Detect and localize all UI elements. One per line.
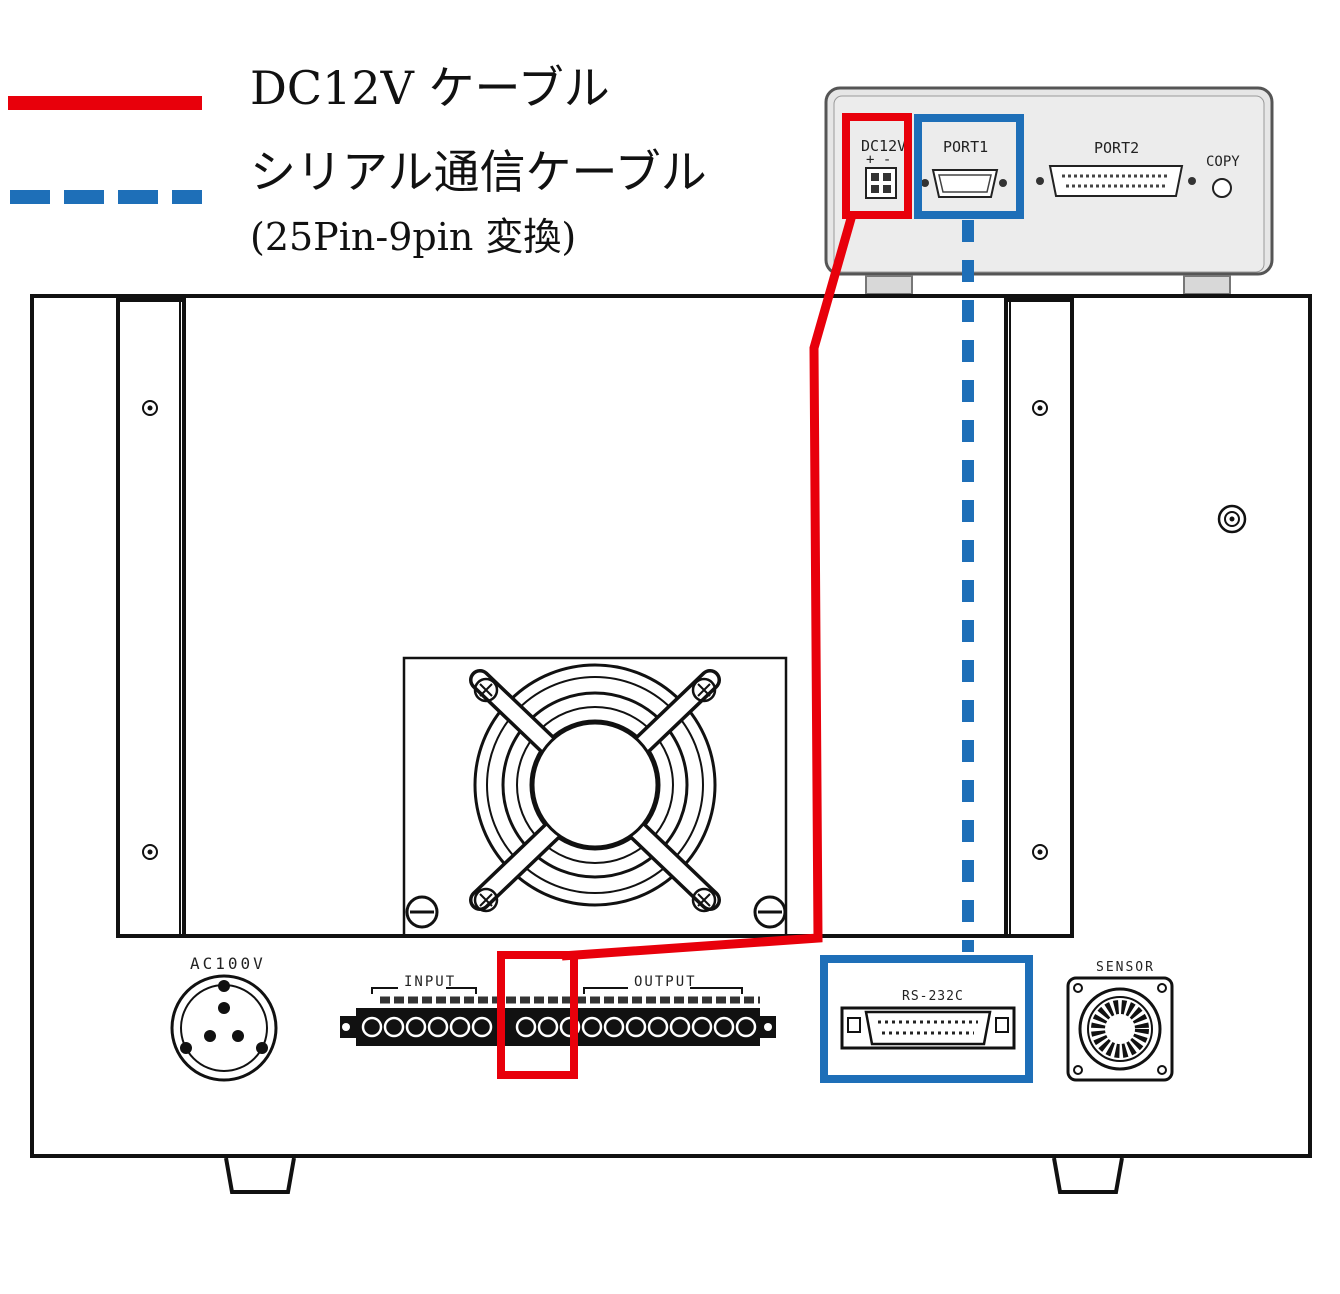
- fan-screw: [691, 677, 717, 703]
- port2-connector: [1048, 165, 1184, 197]
- dc12v-pin: [871, 173, 879, 181]
- dc12v-pin: [871, 185, 879, 193]
- serial-cable-legend-label: シリアル通信ケーブル: [250, 145, 707, 199]
- rs232c-connector: RS-232C: [840, 989, 1016, 1050]
- sensor-label: SENSOR: [1096, 960, 1155, 975]
- input-bracket: [371, 987, 477, 994]
- input-label: INPUT: [404, 974, 456, 990]
- port1-connector: [931, 169, 999, 198]
- dc12v-terminal: [865, 167, 897, 199]
- legend: DC12V ケーブル シリアル通信ケーブル (25Pin-9pin 変換): [8, 61, 707, 259]
- dc12v-pin: [883, 185, 891, 193]
- panel-screw: [1032, 844, 1048, 860]
- fan-screw: [691, 887, 717, 913]
- main-unit-foot-left: [224, 1157, 296, 1194]
- main-unit-foot-right: [1052, 1157, 1124, 1194]
- ground-screw: [1217, 504, 1247, 534]
- copy-label: COPY: [1206, 154, 1240, 170]
- port2-label: PORT2: [1094, 139, 1139, 157]
- cooling-fan: [402, 656, 788, 938]
- rs232c-label: RS-232C: [902, 989, 964, 1004]
- serial-cable-legend-sublabel: (25Pin-9pin 変換): [250, 215, 576, 259]
- small-device: DC12V + - PORT1 PORT2 COPY: [824, 86, 1274, 295]
- main-unit: AC100V INPUT OUTPUT: [30, 294, 1312, 1194]
- sensor-connector: SENSOR: [1066, 960, 1174, 1082]
- dc12v-cable: [561, 213, 857, 961]
- io-terminal-highlight-box: [497, 951, 578, 1079]
- port1-screw-right: [999, 179, 1007, 187]
- output-bracket: [583, 987, 743, 994]
- port2-screw-right: [1188, 177, 1196, 185]
- port1-inner: [938, 174, 992, 193]
- fan-mount-screw: [405, 895, 439, 929]
- port2-screw-left: [1036, 177, 1044, 185]
- fan-mount-screw: [753, 895, 787, 929]
- dc12v-label: DC12V: [861, 137, 906, 155]
- panel-screw: [142, 400, 158, 416]
- port1-highlight-box: [914, 114, 1024, 219]
- dc12v-pin: [883, 173, 891, 181]
- panel-screw: [142, 844, 158, 860]
- rs232c-highlight-box: [820, 955, 1033, 1083]
- right-side-plate: [1004, 298, 1074, 938]
- main-unit-body: [30, 294, 1312, 1158]
- port1-label: PORT1: [943, 138, 988, 156]
- dc12v-highlight-box: [842, 113, 912, 219]
- fan-housing: [402, 656, 788, 938]
- polarity-label: + -: [866, 152, 891, 168]
- output-label: OUTPUT: [634, 974, 697, 990]
- small-device-foot-left: [865, 275, 913, 295]
- ac100v-inlet: AC100V: [170, 954, 278, 1082]
- port2-pin-row: [1062, 174, 1170, 188]
- small-device-foot-right: [1183, 275, 1231, 295]
- small-device-front-panel: [833, 95, 1265, 273]
- dc-cable-legend-label: DC12V ケーブル: [250, 61, 610, 115]
- io-terminal-block: INPUT OUTPUT: [340, 974, 776, 1046]
- left-side-plate: [116, 298, 186, 938]
- panel-screw: [1032, 400, 1048, 416]
- copy-button: [1212, 178, 1232, 198]
- terminal-screws: [361, 1016, 757, 1038]
- ac100v-label: AC100V: [190, 954, 266, 973]
- port1-screw-left: [921, 179, 929, 187]
- fan-screw: [473, 887, 499, 913]
- fan-screw: [473, 677, 499, 703]
